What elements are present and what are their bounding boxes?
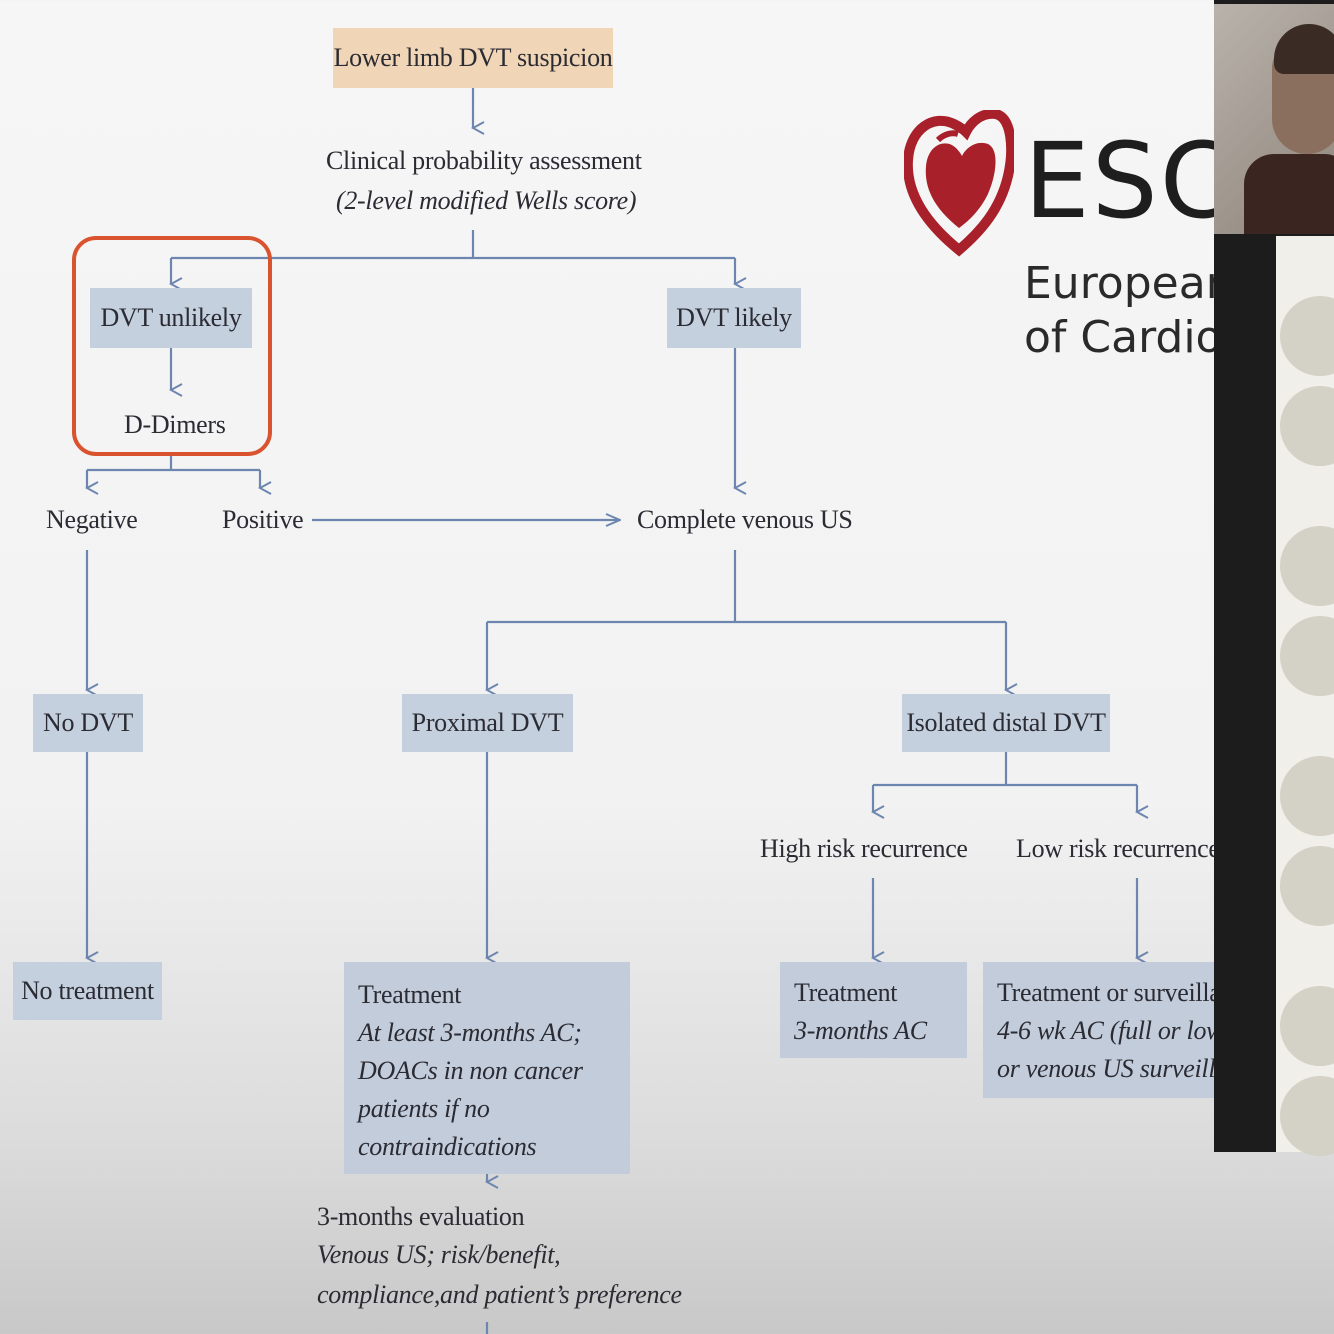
isolated-distal-dvt-box: Isolated distal DVT bbox=[902, 694, 1110, 752]
esc-name-line1: European S bbox=[1024, 258, 1214, 309]
treatment-proximal-line: patients if no bbox=[358, 1094, 490, 1123]
treatment-proximal-box: Treatment At least 3-months AC; DOACs in… bbox=[344, 962, 630, 1174]
participant-avatar-icon[interactable] bbox=[1280, 1076, 1334, 1156]
low-risk-label: Low risk recurrence bbox=[1016, 834, 1220, 863]
speaker-body bbox=[1244, 154, 1334, 234]
highlight-frame bbox=[72, 236, 272, 456]
treatment-high-title: Treatment bbox=[794, 978, 898, 1007]
positive-label: Positive bbox=[222, 505, 304, 534]
participant-tiles bbox=[1276, 236, 1334, 1156]
high-risk-label: High risk recurrence bbox=[760, 834, 968, 863]
proximal-dvt-box: Proximal DVT bbox=[402, 694, 573, 752]
treatment-low-title: Treatment or surveillanc bbox=[997, 978, 1214, 1007]
heart-logo-icon bbox=[904, 110, 1014, 257]
esc-name-line2: of Cardiolog bbox=[1024, 312, 1214, 363]
speaker-hair bbox=[1274, 24, 1334, 74]
no-dvt-box: No DVT bbox=[33, 694, 143, 752]
d-dimers-label: D-Dimers bbox=[124, 410, 226, 439]
complete-venous-us-label: Complete venous US bbox=[637, 505, 853, 534]
treatment-proximal-title: Treatment bbox=[358, 980, 462, 1009]
evaluation-line: Venous US; risk/benefit, bbox=[317, 1240, 561, 1269]
participant-avatar-icon[interactable] bbox=[1280, 296, 1334, 376]
participant-avatar-icon[interactable] bbox=[1280, 756, 1334, 836]
participant-avatar-icon[interactable] bbox=[1280, 986, 1334, 1066]
assessment-label: Clinical probability assessment bbox=[326, 146, 642, 175]
treatment-proximal-line: DOACs in non cancer bbox=[358, 1056, 583, 1085]
participant-avatar-icon[interactable] bbox=[1280, 846, 1334, 926]
treatment-proximal-line: At least 3-months AC; bbox=[358, 1018, 582, 1047]
dvt-likely-box: DVT likely bbox=[667, 288, 801, 348]
treatment-low-line: 4-6 wk AC (full or lowe bbox=[997, 1016, 1214, 1045]
start-label: Lower limb DVT suspicion bbox=[333, 43, 613, 72]
treatment-low-risk-box: Treatment or surveillanc 4-6 wk AC (full… bbox=[983, 962, 1214, 1098]
assessment-subtitle: (2-level modified Wells score) bbox=[336, 186, 637, 215]
evaluation-line: compliance,and patient’s preference bbox=[317, 1280, 682, 1309]
esc-logo: ESC European S of Cardiolog bbox=[904, 110, 1214, 370]
treatment-proximal-line: contraindications bbox=[358, 1132, 537, 1161]
negative-label: Negative bbox=[46, 505, 138, 534]
start-box: Lower limb DVT suspicion bbox=[333, 28, 613, 88]
dvt-unlikely-box: DVT unlikely bbox=[90, 288, 252, 348]
treatment-low-line: or venous US surveillan bbox=[997, 1054, 1214, 1083]
esc-abbr: ESC bbox=[1024, 120, 1214, 242]
treatment-high-risk-box: Treatment 3-months AC bbox=[780, 962, 967, 1058]
participant-avatar-icon[interactable] bbox=[1280, 386, 1334, 466]
no-treatment-box: No treatment bbox=[13, 962, 162, 1020]
participant-avatar-icon[interactable] bbox=[1280, 616, 1334, 696]
treatment-high-line: 3-months AC bbox=[794, 1016, 927, 1045]
speaker-video[interactable] bbox=[1214, 4, 1334, 234]
participant-avatar-icon[interactable] bbox=[1280, 526, 1334, 606]
evaluation-title: 3-months evaluation bbox=[317, 1202, 525, 1231]
